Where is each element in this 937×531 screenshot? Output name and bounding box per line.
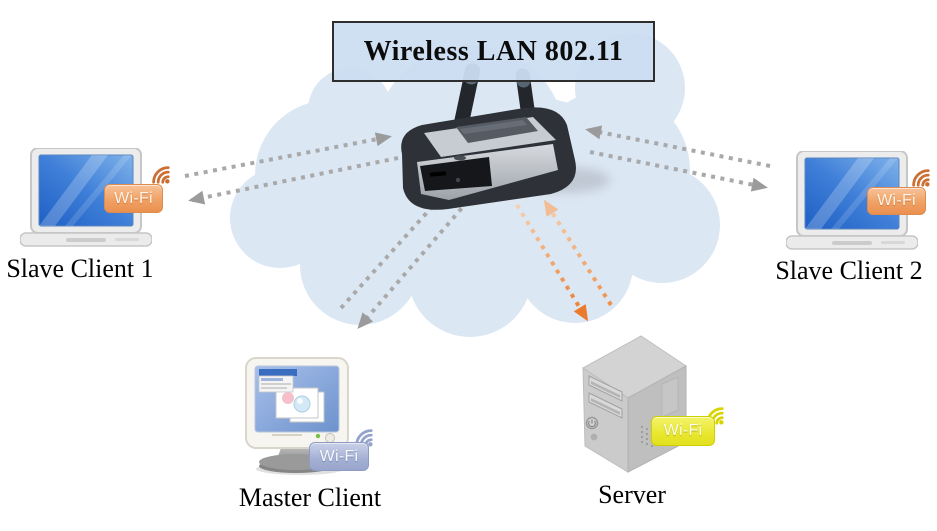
arrow-router-to-server [515, 203, 589, 322]
label-master-client: Master Client [238, 483, 382, 512]
arrow-slave1-to-router [184, 132, 392, 178]
wifi-badge-slave-client-2: Wi-Fi [867, 187, 926, 215]
diagram-title: Wireless LAN 802.11 [332, 21, 655, 82]
wifi-badge-slave-client-1: Wi-Fi [104, 184, 163, 213]
wifi-signal-icon-slave2 [912, 169, 931, 188]
wifi-signal-icon-slave1 [152, 166, 171, 185]
arrow-router-to-master [357, 192, 476, 330]
label-slave-client-2: Slave Client 2 [775, 256, 923, 285]
label-server: Server [598, 480, 666, 509]
arrow-server-to-router [543, 199, 613, 307]
label-slave-client-1: Slave Client 1 [6, 254, 154, 283]
server-tower [582, 335, 687, 473]
arrow-router-to-slave2 [589, 150, 768, 192]
arrow-slave2-to-router [585, 125, 771, 168]
wifi-router [401, 63, 610, 210]
wifi-badge-master-client: Wi-Fi [309, 442, 369, 471]
arrow-router-to-slave1 [188, 156, 399, 205]
wifi-badge-server: Wi-Fi [651, 416, 715, 446]
